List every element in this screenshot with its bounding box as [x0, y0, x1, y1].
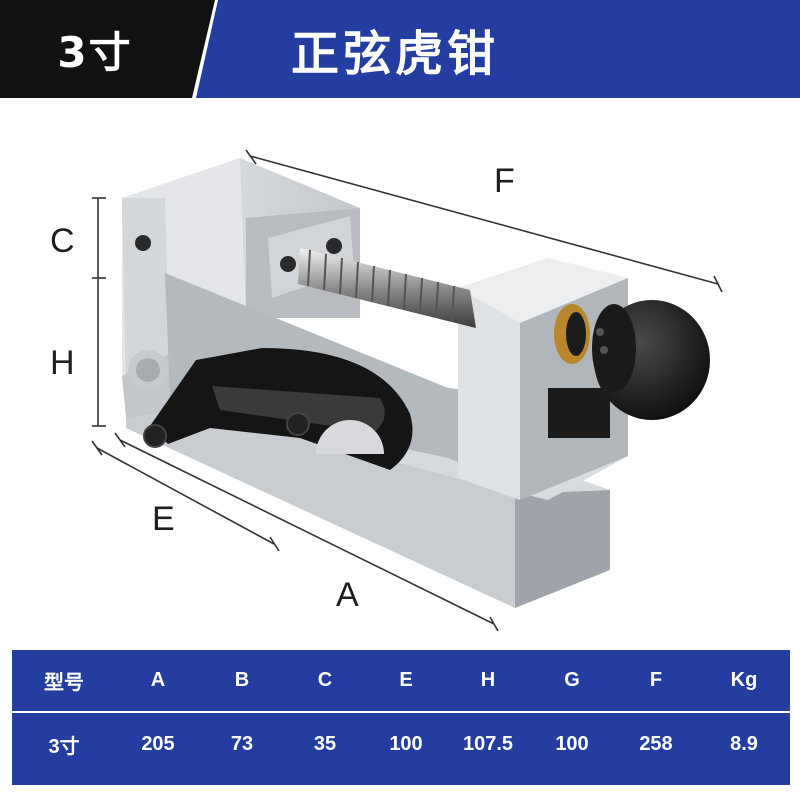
- vise-illustration: [91, 149, 723, 632]
- data-cell-g: 100: [555, 732, 589, 755]
- header-background: [0, 0, 800, 98]
- data-cell-a: 205: [141, 732, 175, 755]
- tapped-hole: [135, 235, 151, 251]
- data-cell-model: 3寸: [48, 735, 80, 758]
- product-title: 正弦虎钳: [290, 26, 499, 82]
- size-label: 3寸: [57, 27, 133, 77]
- header-cell-model: 型号: [44, 671, 84, 694]
- table-divider: [12, 711, 790, 713]
- lead-screw: [298, 248, 476, 328]
- vise-diagram: F C H E A: [0, 98, 800, 650]
- header-cell-e: E: [399, 668, 413, 691]
- header-cell-f: F: [649, 668, 663, 691]
- header-banner: 3寸 正弦虎钳: [0, 0, 800, 98]
- spec-table-data-row: 3寸 205 73 35 100 107.5 100 258 8.9: [12, 714, 790, 774]
- data-cell-kg: 8.9: [730, 732, 758, 755]
- header-cell-kg: Kg: [730, 668, 758, 691]
- data-cell-f: 258: [639, 732, 673, 755]
- dimension-label-a: A: [336, 576, 359, 614]
- dimension-label-e: E: [152, 500, 175, 538]
- roller-right: [316, 420, 384, 454]
- dimension-label-h: H: [50, 344, 75, 382]
- spec-table: 型号 A B C E H G F Kg 3寸 205 73 35 100 107…: [12, 650, 790, 785]
- data-cell-c: 35: [313, 732, 337, 755]
- dimension-label-c: C: [50, 222, 75, 260]
- header-cell-b: B: [234, 668, 250, 691]
- header-cell-g: G: [564, 668, 580, 691]
- header-cell-h: H: [480, 668, 496, 691]
- spec-table-header-row: 型号 A B C E H G F Kg: [12, 650, 790, 710]
- data-cell-h: 107.5: [462, 732, 514, 755]
- data-cell-e: 100: [389, 732, 423, 755]
- dimension-lines: [91, 149, 723, 632]
- data-cell-b: 73: [230, 732, 254, 755]
- header-cell-a: A: [150, 668, 166, 691]
- dimension-label-f: F: [494, 162, 515, 200]
- header-cell-c: C: [317, 668, 333, 691]
